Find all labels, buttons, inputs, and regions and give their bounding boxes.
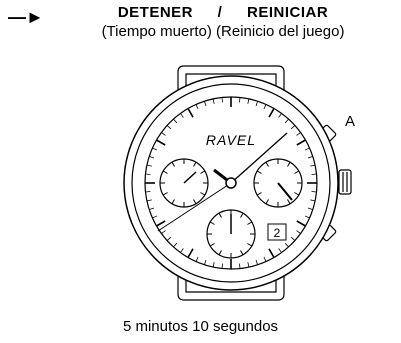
date-window	[267, 223, 287, 241]
dial-ticks	[145, 97, 317, 269]
instruction-subtitle: (Tiempo muerto) (Reinicio del juego)	[101, 23, 345, 40]
reset-label: REINICIAR	[247, 4, 329, 21]
second-hand	[157, 182, 232, 232]
subdial-left	[159, 158, 209, 208]
separator: /	[217, 4, 223, 21]
center-pin	[225, 177, 237, 189]
date-value: 2	[274, 226, 281, 240]
watch-brand: RAVEL	[206, 132, 256, 148]
subdial-right-hand	[277, 182, 293, 201]
instruction-title: DETENER / REINICIAR	[0, 4, 401, 21]
pusher-a-label: A	[345, 113, 355, 130]
stop-label: DETENER	[117, 4, 193, 21]
watch-lugs	[177, 65, 285, 301]
watch-crown	[338, 169, 352, 195]
instruction-header: DETENER / REINICIAR (Tiempo muerto) (Rei…	[0, 4, 401, 40]
subdial-bottom	[206, 209, 256, 259]
minute-hand	[230, 132, 288, 184]
arrow-icon: —►	[8, 7, 44, 27]
subdial-left-hand	[183, 171, 197, 184]
main-hands	[157, 132, 288, 232]
subdial-right	[253, 158, 303, 208]
elapsed-time-caption: 5 minutos 10 segundos	[122, 318, 279, 335]
